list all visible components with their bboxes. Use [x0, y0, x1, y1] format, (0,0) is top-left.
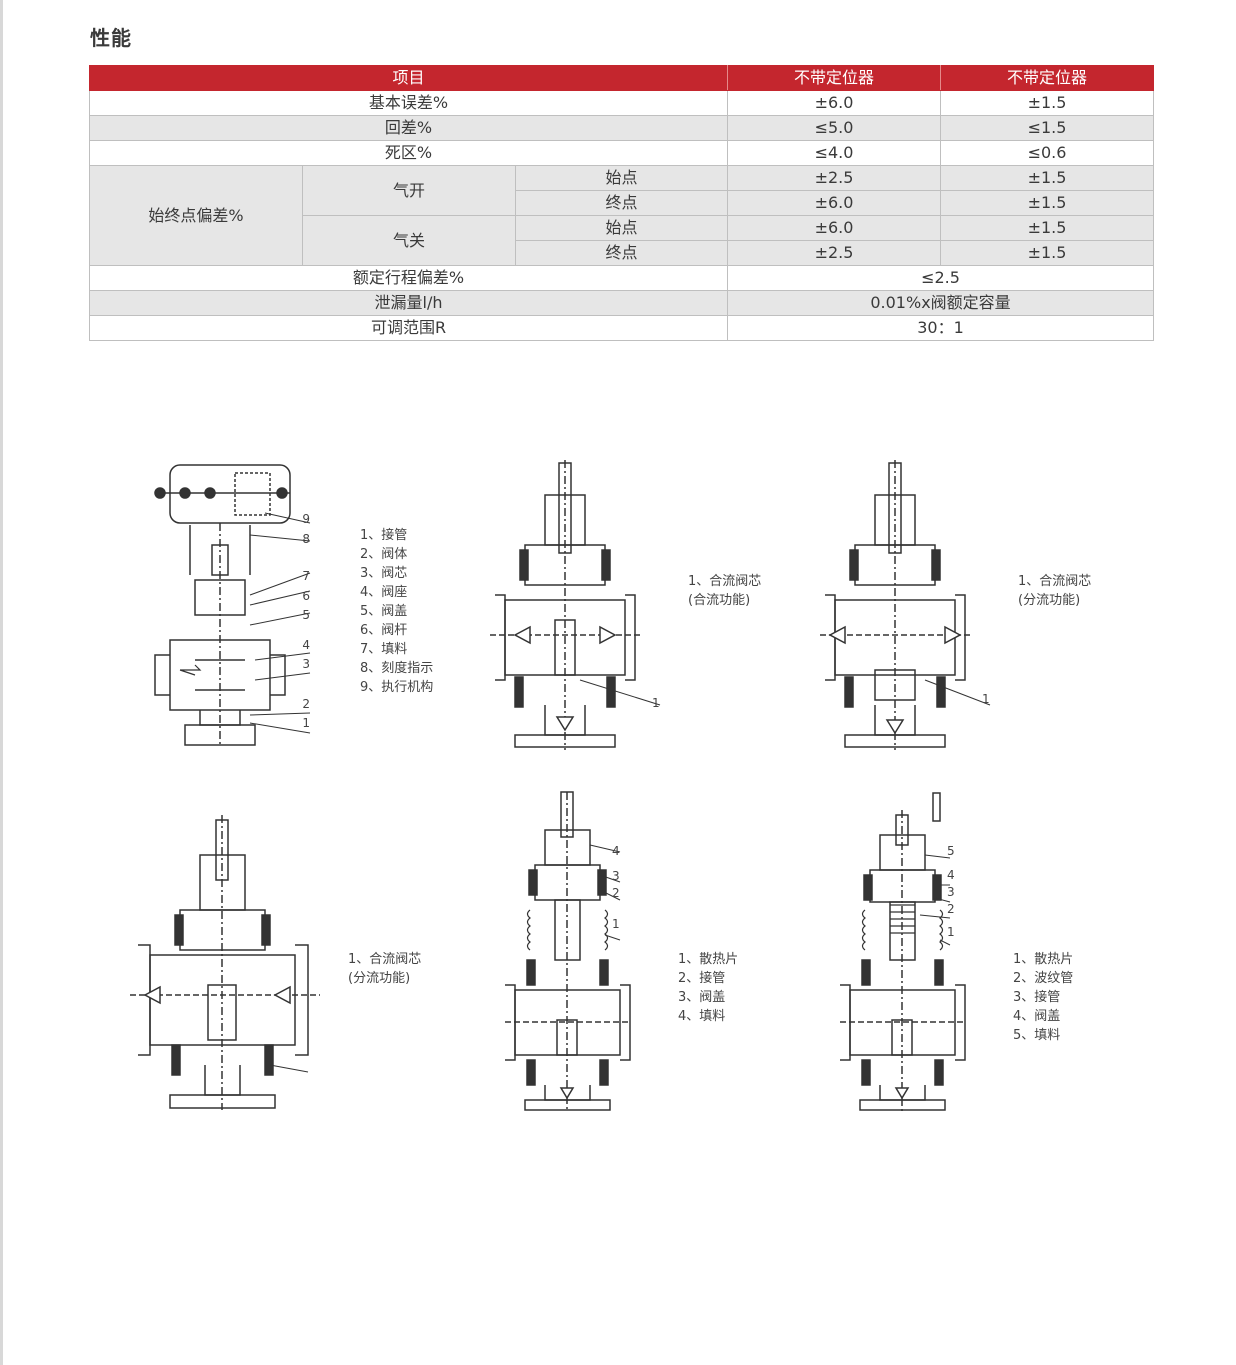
legend-item: 1、合流阀芯 — [1018, 574, 1092, 589]
table-row: 额定行程偏差% ≤2.5 — [88, 265, 1155, 291]
valve-drawing-3 — [820, 460, 991, 750]
cell-value: 0.01%x阀额定容量 — [727, 290, 1155, 316]
cell-value: ±2.5 — [727, 165, 942, 191]
performance-table: 项目 不带定位器 不带定位器 基本误差% ±6.0 ±1.5 回差% ≤5.0 … — [88, 65, 1155, 341]
cell-value: ≤5.0 — [727, 115, 942, 141]
legend-item: 8、刻度指示 — [360, 661, 434, 676]
table-row: 终点 ±6.0 ±1.5 — [90, 190, 1155, 216]
legend-item: 1、合流阀芯 — [688, 574, 762, 589]
legend-item: 6、阀杆 — [360, 623, 408, 638]
valve-drawing-6 — [840, 792, 966, 1112]
row-label: 可调范围R — [88, 315, 729, 341]
row-label: 基本误差% — [88, 90, 729, 116]
legend-item: 4、阀盖 — [1013, 1009, 1061, 1024]
legend-item: 1、散热片 — [678, 952, 739, 967]
header-col-2: 不带定位器 — [940, 65, 1155, 91]
valve-drawing-5 — [505, 791, 631, 1112]
row-label: 泄漏量l/h — [88, 290, 729, 316]
legend-item: 4、填料 — [678, 1009, 726, 1024]
callout-numbers-6: 5 4 3 2 1 — [947, 844, 955, 939]
table-row: 基本误差% ±6.0 ±1.5 — [88, 90, 1155, 116]
valve-drawing-2 — [490, 460, 661, 750]
legend-item: 3、接管 — [1013, 990, 1061, 1005]
callout-number-2: 1 — [652, 696, 660, 710]
legend-item: (合流功能) — [688, 593, 751, 608]
cell-value: ±1.5 — [940, 240, 1155, 266]
legend-item: 2、波纹管 — [1013, 971, 1074, 986]
table-row: 回差% ≤5.0 ≤1.5 — [88, 115, 1155, 141]
valve-drawing-1 — [154, 464, 311, 746]
legend-item: 3、阀芯 — [360, 566, 408, 581]
legend-item: 1、散热片 — [1013, 952, 1074, 967]
table-row: 泄漏量l/h 0.01%x阀额定容量 — [88, 290, 1155, 316]
cell-value: ±1.5 — [940, 190, 1155, 216]
cell-value: ≤1.5 — [940, 115, 1155, 141]
row-label: 回差% — [88, 115, 729, 141]
cell-value: 30：1 — [727, 315, 1155, 341]
cell-value: ±1.5 — [940, 90, 1155, 116]
legend-item: 2、接管 — [678, 971, 726, 986]
legend-item: 4、阀座 — [360, 585, 408, 600]
cell-value: ≤0.6 — [940, 140, 1155, 166]
legend-fig-4: 1、合流阀芯 (分流功能) — [348, 950, 421, 988]
legend-item: (分流功能) — [348, 971, 411, 986]
row-sublabel: 气关 — [302, 215, 516, 266]
callout-numbers-5: 4 3 2 1 — [612, 844, 620, 931]
cell-value: ±1.5 — [940, 165, 1155, 191]
row-label: 始终点偏差% — [89, 165, 303, 266]
row-label: 死区% — [88, 140, 729, 166]
row-sublabel: 气开 — [302, 165, 516, 216]
page-left-border — [0, 0, 3, 1365]
legend-item: 5、填料 — [1013, 1028, 1061, 1043]
cell-value: ±1.5 — [940, 215, 1155, 241]
legend-item: (分流功能) — [1018, 593, 1081, 608]
legend-fig-5: 1、散热片 2、接管 3、阀盖 4、填料 — [678, 950, 738, 1026]
legend-item: 9、执行机构 — [360, 680, 434, 695]
cell-value: ±6.0 — [727, 215, 942, 241]
callout-number-3: 1 — [982, 692, 990, 706]
legend-fig-2: 1、合流阀芯 (合流功能) — [688, 572, 761, 610]
legend-fig-1: 1、接管 2、阀体 3、阀芯 4、阀座 5、阀盖 6、阀杆 7、填料 8、刻度指… — [360, 526, 433, 697]
row-subsublabel: 终点 — [514, 240, 729, 266]
table-row: 始终点偏差% 气开 始点 ±2.5 ±1.5 — [89, 165, 1155, 266]
header-item: 项目 — [88, 65, 729, 91]
valve-drawing-4 — [130, 815, 320, 1110]
page-title: 性能 — [90, 26, 132, 50]
table-row: 可调范围R 30：1 — [88, 315, 1155, 341]
row-subsublabel: 终点 — [514, 190, 729, 216]
table-row: 气关 始点 ±6.0 ±1.5 — [90, 215, 1155, 266]
legend-fig-3: 1、合流阀芯 (分流功能) — [1018, 572, 1091, 610]
row-label: 额定行程偏差% — [88, 265, 729, 291]
table-header-row: 项目 不带定位器 不带定位器 — [88, 65, 1155, 91]
legend-item: 1、接管 — [360, 528, 408, 543]
row-subsublabel: 始点 — [514, 215, 729, 241]
legend-item: 7、填料 — [360, 642, 408, 657]
legend-item: 2、阀体 — [360, 547, 408, 562]
legend-item: 3、阀盖 — [678, 990, 726, 1005]
cell-value: ±6.0 — [727, 90, 942, 116]
legend-item: 1、合流阀芯 — [348, 952, 422, 967]
table-row: 终点 ±2.5 ±1.5 — [90, 240, 1155, 266]
cell-value: ±2.5 — [727, 240, 942, 266]
legend-item: 5、阀盖 — [360, 604, 408, 619]
header-col-1: 不带定位器 — [727, 65, 942, 91]
row-subsublabel: 始点 — [514, 165, 729, 191]
cell-value: ±6.0 — [727, 190, 942, 216]
table-row: 死区% ≤4.0 ≤0.6 — [88, 140, 1155, 166]
cell-value: ≤4.0 — [727, 140, 942, 166]
legend-fig-6: 1、散热片 2、波纹管 3、接管 4、阀盖 5、填料 — [1013, 950, 1073, 1045]
cell-value: ≤2.5 — [727, 265, 1155, 291]
